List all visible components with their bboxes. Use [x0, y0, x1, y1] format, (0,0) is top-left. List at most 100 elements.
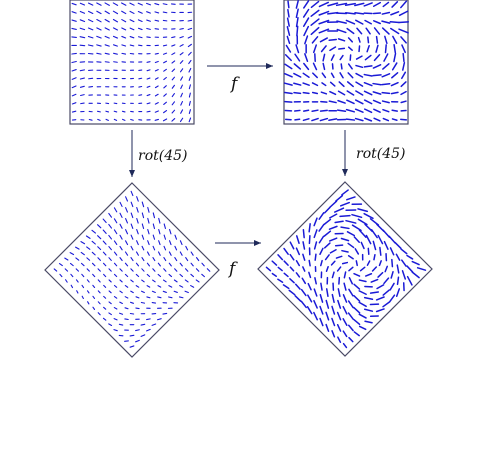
vector-segment	[376, 284, 385, 290]
vector-segment	[188, 59, 192, 65]
vector-segment	[347, 46, 353, 51]
vector-segment	[338, 81, 345, 88]
vector-segment	[313, 288, 318, 297]
vector-segment	[339, 54, 344, 61]
vector-segment	[327, 2, 339, 7]
vector-segment	[393, 44, 397, 54]
vector-segment	[328, 100, 337, 104]
vector-segment	[108, 312, 112, 316]
vector-segment	[277, 254, 284, 261]
vector-segment	[113, 110, 118, 113]
vector-segment	[313, 229, 318, 239]
vector-segment	[195, 279, 200, 283]
vector-segment	[355, 81, 364, 87]
vector-segment	[86, 268, 90, 272]
vector-segment	[348, 288, 354, 297]
vector-segment	[365, 27, 371, 35]
vector-segment	[329, 200, 338, 209]
vector-segment	[346, 90, 355, 96]
vector-segment	[163, 60, 168, 64]
vector-segment	[373, 27, 381, 35]
vector-segment	[406, 254, 414, 260]
vector-segment	[372, 240, 377, 251]
vector-segment	[71, 27, 77, 30]
vector-segment	[295, 44, 300, 54]
vector-segment	[378, 260, 382, 267]
vector-segment	[187, 51, 192, 56]
vector-segment	[154, 3, 160, 6]
vector-segment	[302, 8, 310, 18]
vector-segment	[168, 262, 172, 267]
vector-segment	[141, 234, 145, 240]
vector-segment	[124, 318, 129, 321]
vector-segment	[341, 249, 349, 253]
vector-segment	[341, 261, 349, 265]
vector-segment	[108, 323, 113, 327]
vector-segment	[136, 217, 139, 224]
vector-segment	[313, 241, 318, 250]
vector-segment	[96, 27, 102, 31]
vector-segment	[163, 234, 167, 240]
vector-segment	[154, 85, 159, 89]
vector-segment	[392, 35, 398, 44]
vector-segment	[324, 242, 331, 249]
vector-segment	[343, 271, 347, 279]
vector-segment	[168, 273, 173, 278]
vector-segment	[121, 44, 127, 47]
vector-segment	[79, 27, 86, 31]
vector-segment	[146, 85, 151, 88]
vector-segment	[75, 246, 80, 250]
vector-segment	[91, 240, 96, 245]
vector-segment	[357, 218, 368, 226]
vector-segment	[179, 117, 184, 123]
vector-segment	[384, 44, 387, 54]
vector-segment	[346, 231, 356, 237]
vector-segment	[130, 279, 134, 283]
vector-segment	[146, 262, 150, 267]
vector-segment	[401, 270, 407, 280]
vector-segment	[354, 247, 360, 255]
vector-segment	[364, 273, 373, 277]
vector-segment	[86, 257, 91, 261]
vector-segment	[141, 245, 145, 251]
vector-segment	[122, 118, 126, 121]
vector-segment	[174, 245, 178, 251]
vector-segment	[354, 2, 365, 7]
vector-segment	[125, 229, 129, 235]
vector-segment	[303, 0, 310, 9]
vector-segment	[59, 273, 63, 278]
vector-segment	[129, 36, 135, 39]
vector-segment	[141, 201, 145, 208]
vector-segment	[301, 277, 307, 285]
vector-segment	[402, 62, 406, 71]
vector-segment	[174, 234, 178, 240]
vector-segment	[119, 201, 123, 207]
vector-segment	[112, 10, 119, 15]
vector-segment	[363, 81, 373, 87]
vector-segment	[141, 268, 145, 272]
vector-segment	[146, 285, 151, 288]
vector-segment	[353, 306, 361, 314]
vector-segment	[188, 117, 192, 123]
vector-segment	[154, 102, 159, 105]
vector-segment	[302, 91, 310, 95]
vector-segment	[108, 279, 112, 283]
vector-segment	[113, 229, 118, 235]
vector-segment	[124, 285, 129, 288]
vector-segment	[138, 44, 143, 47]
vector-segment	[306, 306, 313, 315]
vector-segment	[348, 266, 354, 272]
vector-segment	[104, 10, 110, 15]
vector-segment	[320, 282, 323, 291]
vector-segment	[104, 44, 110, 47]
vector-segment	[87, 35, 94, 39]
vector-segment	[71, 69, 77, 72]
vector-segment	[91, 262, 96, 267]
vector-segment	[284, 63, 293, 70]
vector-segment	[342, 305, 348, 315]
vector-segment	[119, 245, 123, 251]
vector-segment	[390, 11, 400, 16]
vector-segment	[103, 295, 107, 299]
vector-segment	[112, 35, 118, 39]
vector-segment	[389, 247, 395, 256]
